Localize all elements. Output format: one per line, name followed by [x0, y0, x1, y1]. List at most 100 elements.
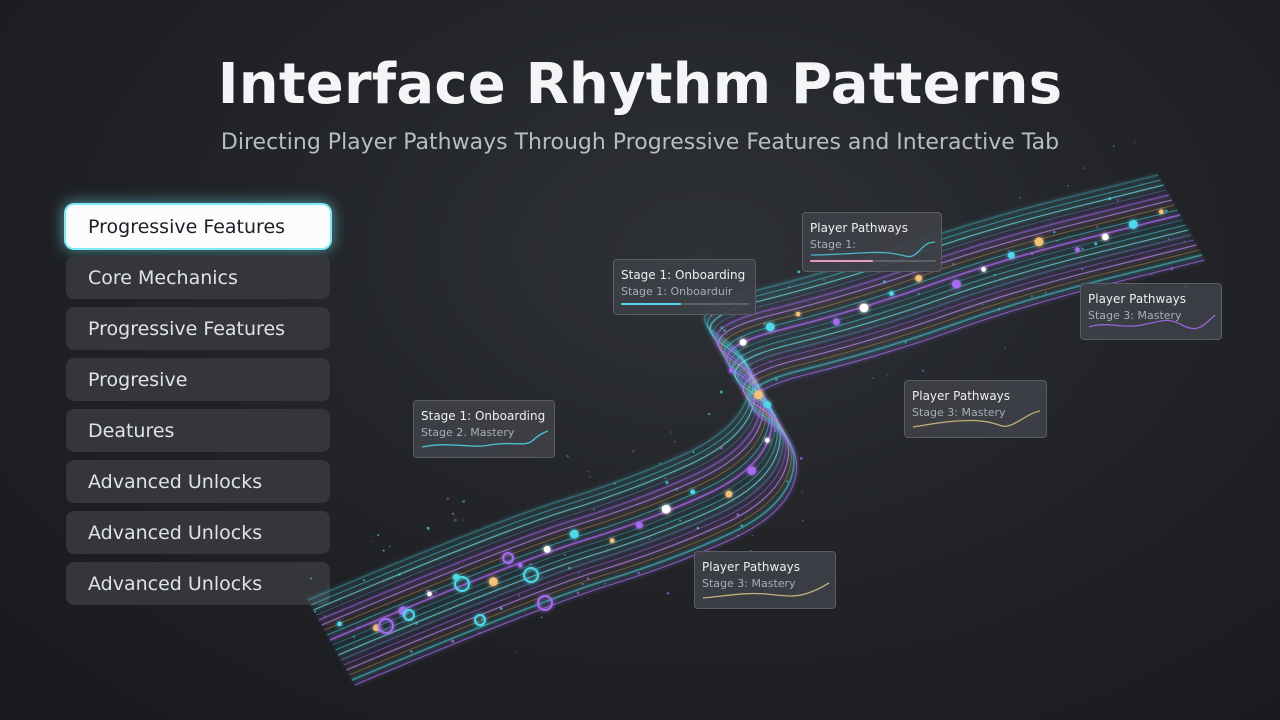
pathway-particle: [529, 563, 532, 565]
pathway-stream-line: [316, 189, 1167, 616]
pathway-particle: [773, 429, 777, 432]
pathway-particle: [763, 322, 766, 325]
pathway-particle: [357, 626, 360, 629]
tab-progressive-features[interactable]: Progressive Features: [66, 205, 330, 248]
pathway-particle: [410, 650, 413, 653]
pathway-node: [543, 545, 551, 553]
pathway-card-player-pathways-middle[interactable]: Player Pathways Stage 3: Mastery: [904, 380, 1047, 438]
pathway-particle: [665, 480, 669, 485]
pathway-particle: [659, 462, 662, 465]
tab-advanced-unlocks-2[interactable]: Advanced Unlocks: [66, 511, 330, 554]
pathway-ring-node: [454, 576, 470, 592]
pathway-particle: [769, 360, 772, 363]
pathway-particle: [389, 545, 391, 548]
pathway-particle: [951, 262, 955, 266]
pathway-particle: [604, 583, 606, 585]
pathway-particle: [802, 519, 804, 522]
pathway-node: [833, 318, 840, 326]
tab-advanced-unlocks-1[interactable]: Advanced Unlocks: [66, 460, 330, 503]
pathway-particle: [997, 307, 1001, 311]
page-title: Interface Rhythm Patterns: [217, 52, 1063, 117]
pathway-particle: [1030, 252, 1034, 256]
pathway-particle: [1053, 230, 1056, 234]
pathway-particle: [823, 279, 825, 281]
pathway-particle: [451, 512, 455, 516]
pathway-node: [859, 303, 869, 313]
pathway-stream-line: [313, 184, 1164, 611]
pathway-node: [764, 401, 771, 408]
tab-label: Progresive: [88, 368, 188, 391]
pathway-particle: [756, 487, 759, 489]
pathway-node: [1007, 251, 1015, 259]
pathway-card-player-pathways-bottom[interactable]: Player Pathways Stage 3: Mastery: [694, 551, 836, 609]
pathway-particle: [577, 572, 580, 574]
pathway-particle: [1141, 183, 1143, 185]
pathway-particle: [797, 270, 801, 274]
pathway-particle: [540, 616, 543, 619]
pathway-particle: [424, 582, 426, 584]
pathway-stream-line: [351, 254, 1203, 681]
pathway-particle: [1183, 240, 1186, 243]
pathway-particle: [1030, 294, 1034, 298]
sparkline-icon: [702, 582, 830, 599]
pathway-particle: [786, 480, 789, 483]
pathway-stream-line: [321, 199, 1172, 626]
tab-label: Advanced Unlocks: [88, 572, 263, 595]
pathway-particle: [587, 470, 589, 473]
pathway-node: [569, 529, 579, 539]
pathway-particle: [481, 617, 484, 621]
pathway-particle: [426, 526, 430, 530]
pathway-node: [427, 591, 432, 597]
pathway-particle: [1134, 141, 1136, 144]
pathway-particle: [362, 578, 366, 582]
pathway-particle: [613, 482, 616, 485]
pathway-stream-line: [343, 239, 1194, 666]
pathway-particle: [736, 513, 740, 517]
pathway-particle: [415, 621, 419, 625]
pathway-stream-line: [349, 249, 1200, 676]
tab-progressive-features-2[interactable]: Progressive Features: [66, 307, 330, 350]
pathway-particle: [453, 518, 457, 522]
pathway-node: [765, 322, 775, 332]
pathway-particle: [451, 639, 455, 643]
pathway-particle: [664, 477, 667, 480]
tab-advanced-unlocks-3[interactable]: Advanced Unlocks: [66, 562, 330, 605]
tab-label: Advanced Unlocks: [88, 470, 263, 493]
pathway-node: [889, 291, 894, 296]
pathway-node: [981, 267, 987, 272]
tab-core-mechanics[interactable]: Core Mechanics: [66, 256, 330, 299]
pathway-node: [1075, 247, 1080, 253]
tab-progresive[interactable]: Progresive: [66, 358, 330, 401]
pathway-particle: [648, 538, 650, 540]
pathway-particle: [314, 610, 317, 613]
pathway-particle: [1116, 199, 1119, 202]
pathway-card-stage-onboarding-top[interactable]: Stage 1: Onboarding Stage 1: Onboarduir: [613, 259, 756, 315]
pathway-card-player-pathways-right[interactable]: Player Pathways Stage 3: Mastery: [1080, 283, 1222, 340]
pathway-card-stage-onboarding-left[interactable]: Stage 1: Onboarding Stage 2. Mastery: [413, 400, 555, 458]
card-subtitle: Stage 3: Mastery: [702, 577, 796, 590]
pathway-particle: [692, 451, 695, 454]
pathway-node: [952, 279, 961, 289]
pathway-particle: [576, 591, 580, 595]
tab-label: Progressive Features: [88, 215, 286, 238]
pathway-particle: [478, 631, 482, 635]
pathway-node: [609, 538, 615, 543]
pathway-particle: [707, 412, 711, 416]
pathway-particle: [1150, 273, 1153, 276]
pathway-particle: [434, 591, 437, 594]
pathway-particle: [740, 524, 744, 528]
pathway-particle: [673, 440, 676, 443]
card-subtitle: Stage 3: Mastery: [1088, 309, 1182, 322]
pathway-particle: [632, 449, 635, 453]
pathway-particle: [589, 475, 591, 478]
pathway-node: [1034, 237, 1044, 247]
pathway-node: [915, 275, 923, 282]
pathway-stream-line: [327, 209, 1178, 636]
tab-deatures[interactable]: Deatures: [66, 409, 330, 452]
pathway-node: [729, 368, 734, 373]
card-subtitle: Stage 2. Mastery: [421, 426, 515, 439]
pathway-particle: [1004, 347, 1006, 349]
pathway-card-player-pathways-top[interactable]: Player Pathways Stage 1:: [802, 212, 942, 272]
pathway-particle: [736, 534, 739, 537]
tab-label: Advanced Unlocks: [88, 521, 263, 544]
